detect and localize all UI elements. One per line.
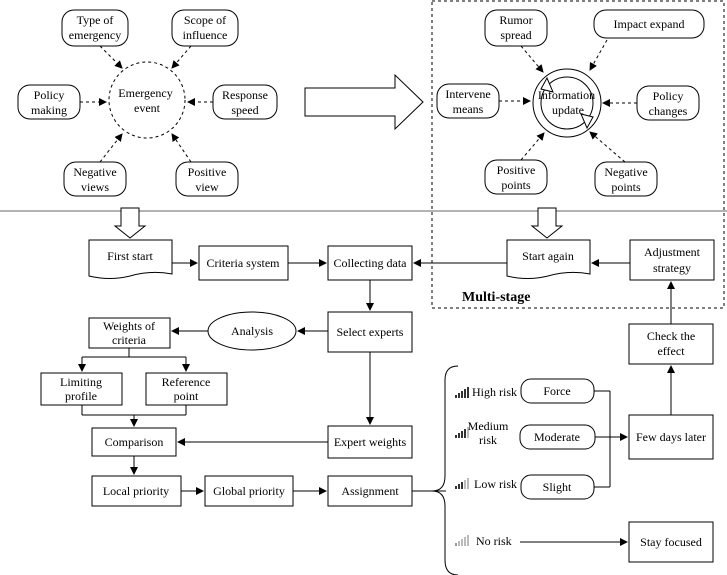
svg-text:Analysis: Analysis [231, 324, 273, 338]
down-arrow-left-icon [113, 207, 147, 239]
collecting-data-node: Collecting data [327, 245, 413, 281]
signal-bars-icon [455, 478, 469, 489]
information-update-label: Information update [538, 88, 598, 117]
low-risk-label: Low risk [474, 477, 517, 491]
analysis-node: Analysis [207, 311, 297, 351]
svg-text:Assignment: Assignment [341, 484, 399, 498]
svg-text:Local priority: Local priority [103, 484, 169, 498]
first-start-node: First start [88, 239, 173, 279]
force-node: Force [520, 378, 595, 404]
cycle-arrows-icon [532, 68, 602, 138]
emergency-event-label: Emergency event [118, 86, 175, 115]
svg-text:Comparison: Comparison [105, 435, 164, 449]
no-risk-label: No risk [476, 534, 512, 548]
svg-text:Criteria system: Criteria system [207, 256, 281, 270]
svg-text:Impact expand: Impact expand [614, 17, 685, 31]
emergency-event-circle [108, 61, 186, 139]
multistage-frame [431, 0, 725, 309]
criteria-system-node: Criteria system [198, 245, 289, 281]
signal-bars-icon [455, 387, 469, 398]
risk-brace [431, 365, 459, 575]
svg-text:Stay focused: Stay focused [640, 535, 702, 549]
few-days-later-node: Few days later [628, 414, 714, 460]
stay-focused-node: Stay focused [628, 521, 714, 563]
high-risk-label: High risk [472, 385, 517, 399]
svg-text:Moderate: Moderate [534, 430, 580, 444]
svg-text:Expert weights: Expert weights [334, 435, 407, 449]
svg-text:Collecting data: Collecting data [334, 256, 408, 270]
svg-text:Slight: Slight [543, 480, 572, 494]
signal-bars-icon [455, 427, 469, 438]
select-experts-node: Select experts [327, 311, 413, 353]
down-arrow-right-icon [530, 207, 564, 239]
svg-text:Force: Force [543, 384, 570, 398]
expert-weights-node: Expert weights [327, 425, 413, 459]
comparison-node: Comparison [91, 427, 177, 457]
block-arrow-icon [304, 73, 424, 131]
svg-text:Global priority: Global priority [213, 484, 285, 498]
global-priority-node: Global priority [204, 475, 294, 507]
slight-node: Slight [520, 474, 595, 500]
multistage-label: Multi-stage [462, 290, 530, 305]
local-priority-node: Local priority [91, 475, 182, 507]
svg-text:Select experts: Select experts [337, 325, 404, 339]
assignment-node: Assignment [327, 475, 413, 507]
moderate-node: Moderate [519, 424, 596, 450]
impact-expand-node: Impact expand [593, 9, 705, 39]
start-again-node: Start again [506, 239, 591, 279]
svg-text:Few days later: Few days later [636, 430, 706, 444]
svg-text:Start again: Start again [522, 249, 574, 263]
signal-bars-icon [455, 535, 469, 546]
svg-text:First start: First start [107, 249, 153, 263]
